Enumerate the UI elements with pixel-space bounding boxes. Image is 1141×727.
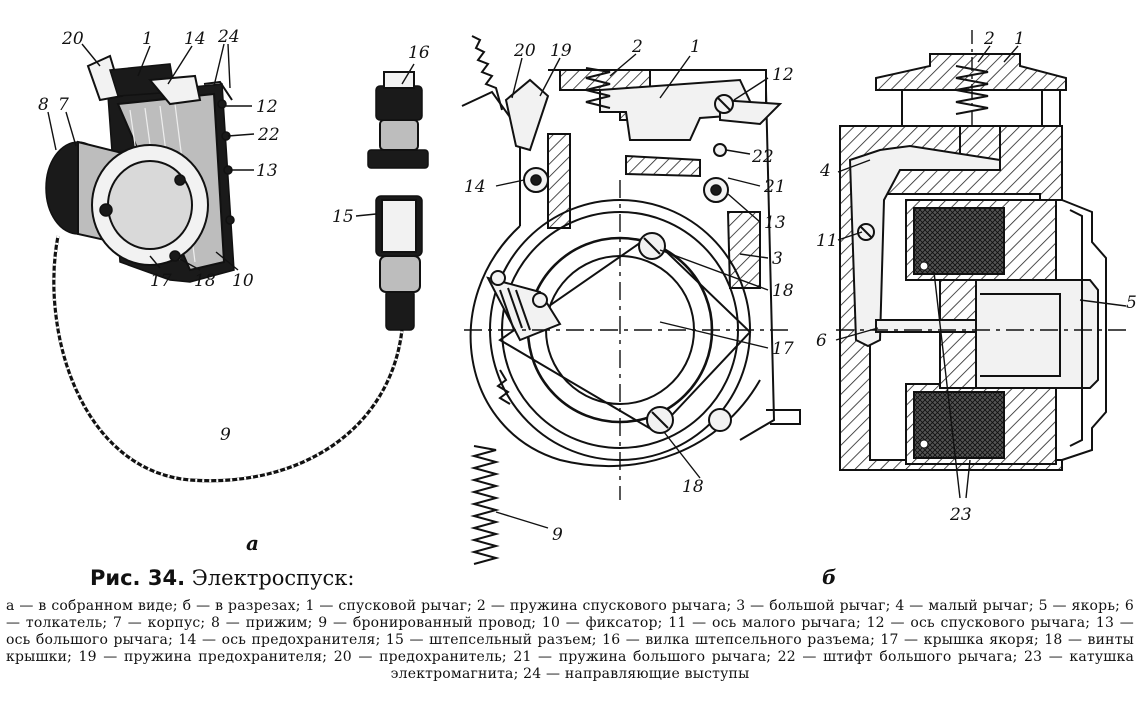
- label-a-8: 8: [38, 95, 49, 115]
- view-label-a: а: [246, 531, 259, 555]
- label-a-14: 14: [184, 29, 206, 49]
- label-b-3: 3: [772, 249, 783, 269]
- label-a-1: 1: [142, 29, 153, 49]
- label-a-22: 22: [257, 125, 280, 145]
- label-b-20: 20: [513, 41, 536, 61]
- label-c-1: 1: [1014, 29, 1025, 49]
- label-b-21: 21: [763, 177, 786, 197]
- figure-caption-title: Рис. 34. Электроспуск:: [90, 566, 1141, 590]
- label-b-1: 1: [690, 37, 701, 57]
- label-c-5: 5: [1126, 293, 1137, 313]
- view-label-b: б: [822, 565, 836, 589]
- label-a-9: 9: [220, 425, 231, 445]
- label-a-15: 15: [332, 207, 354, 227]
- label-c-23: 23: [949, 505, 972, 525]
- label-b-22: 22: [751, 147, 774, 167]
- label-c-6: 6: [816, 331, 827, 351]
- label-b-17: 17: [772, 339, 794, 359]
- label-b-18: 18: [772, 281, 794, 301]
- label-a-17: 17: [150, 271, 172, 291]
- view-c-side-section: 2 1 4 11 5 6 23: [816, 29, 1137, 525]
- label-b-9: 9: [552, 525, 563, 545]
- view-a-assembled: 20 1 14 24 8 7 12 22 13 17 18 10 9 16 15…: [38, 27, 430, 555]
- label-a-13: 13: [256, 161, 278, 181]
- label-a-12: 12: [256, 97, 278, 117]
- label-a-18: 18: [194, 271, 216, 291]
- label-a-10: 10: [232, 271, 254, 291]
- label-a-16: 16: [408, 43, 430, 63]
- label-a-7: 7: [58, 95, 69, 115]
- label-a-24: 24: [217, 27, 240, 47]
- figure-number: Рис. 34.: [90, 566, 186, 590]
- label-b-14: 14: [464, 177, 486, 197]
- label-b-2: 2: [631, 37, 643, 57]
- figure-title: Электроспуск:: [191, 566, 355, 590]
- label-c-2: 2: [983, 29, 995, 49]
- figure-legend: а — в собранном виде; б — в разрезах; 1 …: [6, 598, 1134, 683]
- label-c-11: 11: [816, 231, 838, 251]
- label-a-20: 20: [61, 29, 84, 49]
- label-b-12: 12: [772, 65, 794, 85]
- label-b-19: 19: [550, 41, 572, 61]
- label-b-13: 13: [764, 213, 786, 233]
- view-b-section: 20 19 2 1 12 22 14 21 13 3 18 17 18 9 б: [461, 35, 836, 589]
- label-c-4: 4: [819, 161, 831, 181]
- label-b-18-lower: 18: [682, 477, 704, 497]
- legend-text: а — в собранном виде; б — в разрезах; 1 …: [6, 598, 1134, 682]
